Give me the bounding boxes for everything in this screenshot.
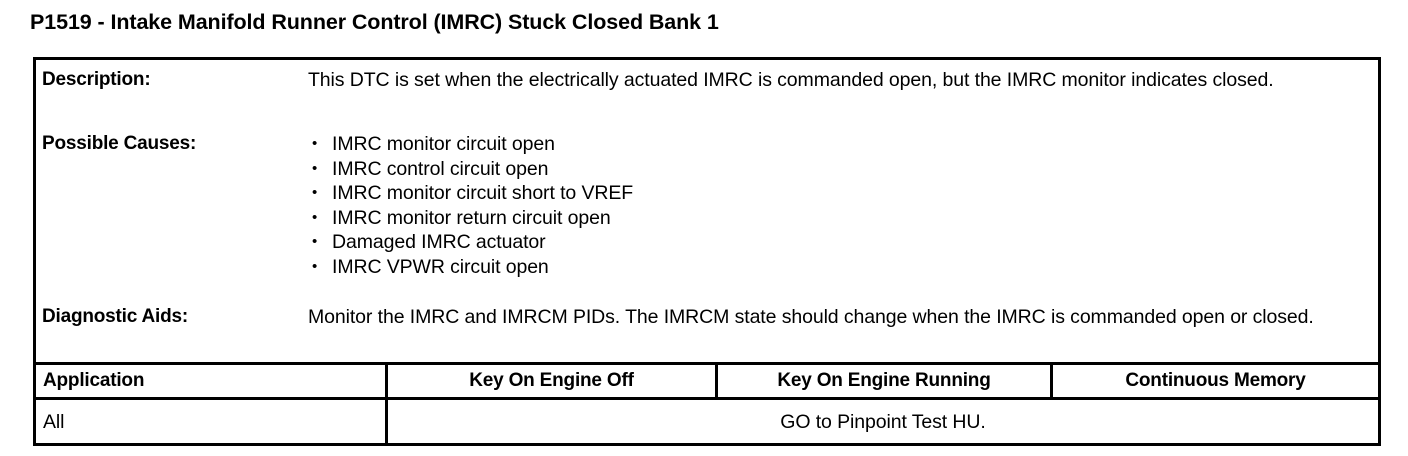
list-item-label: IMRC monitor circuit short to VREF	[332, 182, 634, 204]
dtc-table: Description: This DTC is set when the el…	[33, 57, 1381, 446]
results-table: Application Key On Engine Off Key On Eng…	[36, 362, 1378, 443]
diagnostic-aids-label: Diagnostic Aids:	[42, 306, 188, 327]
list-item-label: IMRC control circuit open	[332, 157, 549, 180]
bullet-icon: •	[312, 233, 318, 250]
list-item: • Damaged IMRC actuator	[308, 230, 633, 255]
bullet-icon: •	[312, 257, 318, 275]
grid-line-top	[36, 362, 1378, 365]
list-item: • IMRC control circuit open	[308, 157, 633, 182]
column-header-application: Application	[43, 370, 145, 391]
list-item: • IMRC monitor return circuit open	[308, 206, 633, 231]
table-row-application-value: All	[43, 411, 65, 433]
list-item: • IMRC monitor circuit short to VREF	[308, 181, 633, 206]
column-header-key-on-engine-off: Key On Engine Off	[469, 370, 634, 391]
column-header-key-on-engine-running: Key On Engine Running	[777, 370, 991, 391]
grid-line-header-bottom	[36, 397, 1378, 400]
bullet-icon: •	[312, 184, 318, 201]
list-item-label: IMRC VPWR circuit open	[332, 255, 549, 278]
grid-divider-application	[385, 365, 388, 443]
description-text: This DTC is set when the electrically ac…	[308, 69, 1274, 91]
list-item-label: IMRC monitor return circuit open	[332, 206, 611, 229]
possible-causes-label: Possible Causes:	[42, 133, 197, 154]
page-title: P1519 - Intake Manifold Runner Control (…	[30, 10, 719, 34]
bullet-icon: •	[312, 159, 318, 177]
table-row-merged-result: GO to Pinpoint Test HU.	[780, 411, 986, 433]
column-header-continuous-memory: Continuous Memory	[1125, 370, 1306, 391]
list-item-label: IMRC monitor circuit open	[332, 133, 555, 155]
bullet-icon: •	[312, 135, 318, 152]
grid-divider-koeo	[715, 365, 718, 397]
diagnostic-aids-text: Monitor the IMRC and IMRCM PIDs. The IMR…	[308, 306, 1314, 328]
dtc-info-section: Description: This DTC is set when the el…	[36, 60, 1378, 362]
bullet-icon: •	[312, 208, 318, 226]
description-label: Description:	[42, 69, 151, 90]
list-item: • IMRC monitor circuit open	[308, 132, 633, 157]
grid-divider-koer	[1050, 365, 1053, 397]
list-item-label: Damaged IMRC actuator	[332, 231, 546, 253]
list-item: • IMRC VPWR circuit open	[308, 255, 633, 280]
possible-causes-list: • IMRC monitor circuit open • IMRC contr…	[308, 132, 633, 279]
